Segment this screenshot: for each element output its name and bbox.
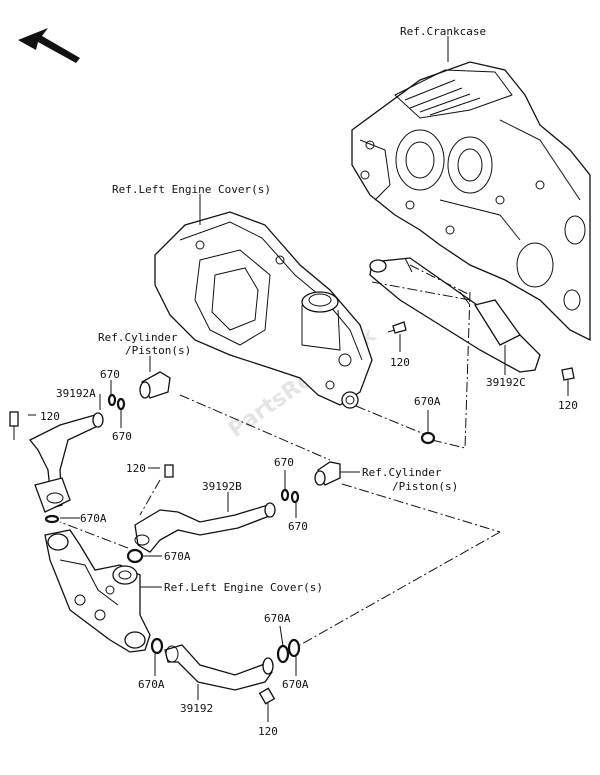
bolt-icon	[387, 321, 407, 334]
label-120: 120	[258, 725, 278, 738]
label-120: 120	[126, 462, 146, 475]
label-ref-cylinder-top-line2: /Piston(s)	[125, 344, 191, 357]
label-ref-cylinder-right-line2: /Piston(s)	[392, 480, 458, 493]
label-39192C: 39192C	[486, 376, 526, 389]
connector-illustration	[314, 461, 341, 486]
label-670A: 670A	[264, 612, 291, 625]
connector-illustration	[139, 371, 171, 399]
label-670A: 670A	[414, 395, 441, 408]
bolt-icon	[9, 411, 19, 440]
label-ref-left-engine-cover-top: Ref.Left Engine Cover(s)	[112, 183, 271, 196]
o-ring-icon	[420, 431, 436, 445]
label-670: 670	[100, 368, 120, 381]
label-39192A: 39192A	[56, 387, 96, 400]
label-ref-crankcase: Ref.Crankcase	[400, 25, 486, 38]
label-ref-cylinder-right-line1: Ref.Cylinder	[362, 466, 442, 479]
pipe-39192B-illustration	[134, 502, 276, 553]
front-arrow-icon	[18, 28, 80, 63]
label-120: 120	[558, 399, 578, 412]
label-39192: 39192	[180, 702, 213, 715]
left-engine-cover-illustration	[154, 211, 373, 409]
bolt-icon	[258, 687, 276, 705]
pipe-39192A-illustration	[28, 412, 104, 513]
o-ring-icon	[280, 488, 290, 502]
label-120: 120	[390, 356, 410, 369]
o-ring-icon	[44, 514, 60, 524]
o-ring-icon	[126, 548, 144, 564]
pipe-39192C-illustration	[369, 257, 541, 373]
crankcase-illustration	[351, 61, 591, 342]
bolt-icon	[561, 367, 575, 381]
label-ref-cylinder-top-line1: Ref.Cylinder	[98, 331, 178, 344]
o-ring-icon	[107, 393, 117, 407]
bolt-icon	[164, 464, 174, 478]
label-670A: 670A	[138, 678, 165, 691]
label-39192B: 39192B	[202, 480, 242, 493]
leader-lines	[28, 36, 569, 722]
o-ring-icon	[287, 638, 301, 658]
o-ring-icon	[116, 397, 126, 411]
o-ring-icon	[150, 637, 164, 655]
pipe-39192-illustration	[164, 644, 274, 691]
label-120: 120	[40, 410, 60, 423]
label-670: 670	[288, 520, 308, 533]
o-ring-icon	[276, 644, 290, 664]
label-670: 670	[112, 430, 132, 443]
label-670: 670	[274, 456, 294, 469]
label-670A: 670A	[164, 550, 191, 563]
label-670A: 670A	[282, 678, 309, 691]
water-pump-illustration	[44, 529, 151, 653]
o-ring-icon	[290, 490, 300, 504]
label-ref-left-engine-cover-bottom: Ref.Left Engine Cover(s)	[164, 581, 323, 594]
label-670A: 670A	[80, 512, 107, 525]
